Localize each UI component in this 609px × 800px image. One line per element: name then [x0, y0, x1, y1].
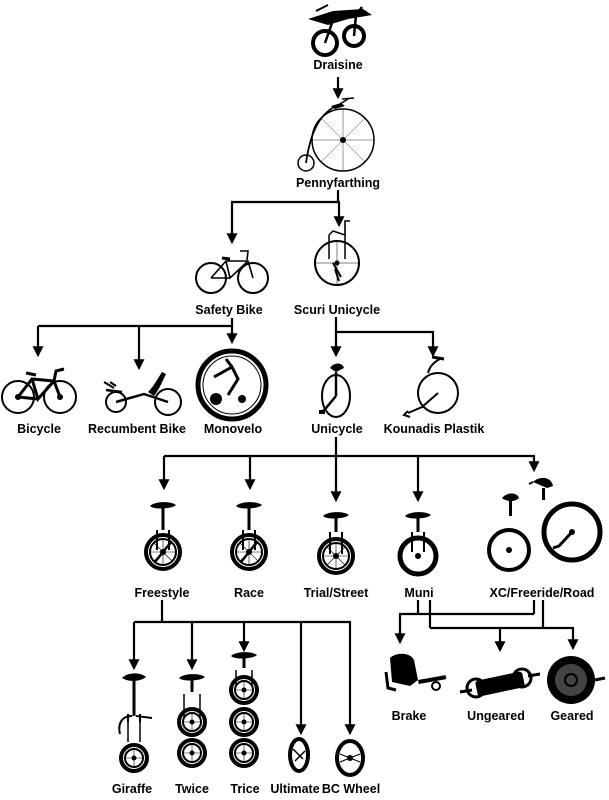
- label-safety-bike: Safety Bike: [195, 303, 262, 317]
- label-brake: Brake: [392, 709, 427, 723]
- label-kounadis-plastik: Kounadis Plastik: [384, 422, 485, 436]
- freestyle-unicycle-icon: [146, 502, 180, 569]
- ungeared-hub-icon: [459, 667, 541, 699]
- giraffe-unicycle-icon: [118, 673, 153, 773]
- label-pennyfarthing: Pennyfarthing: [296, 176, 380, 190]
- brake-icon: [384, 653, 447, 692]
- race-unicycle-icon: [232, 502, 266, 569]
- trial-unicycle-icon: [317, 512, 355, 575]
- pennyfarthing-icon: [297, 97, 375, 172]
- label-trice: Trice: [230, 782, 259, 796]
- twice-unicycle-icon: [177, 674, 207, 768]
- label-monovelo: Monovelo: [204, 422, 263, 436]
- label-draisine: Draisine: [313, 58, 362, 72]
- recumbent-bike-icon: [103, 372, 182, 416]
- label-geared: Geared: [550, 709, 593, 723]
- label-bc-wheel: BC Wheel: [322, 782, 380, 796]
- bc-wheel-icon: [335, 739, 365, 777]
- label-recumbent-bike: Recumbent Bike: [88, 422, 186, 436]
- geared-hub-icon: [547, 656, 606, 704]
- safety-bike-icon: [195, 250, 269, 294]
- label-trial-street: Trial/Street: [304, 586, 369, 600]
- kounadis-unicycle-icon: [402, 355, 459, 418]
- connector-lines: [32, 77, 579, 736]
- labels: Draisine Pennyfarthing Safety Bike Scuri…: [17, 58, 594, 796]
- label-giraffe: Giraffe: [112, 782, 152, 796]
- monovelo-icon: [195, 348, 269, 422]
- label-twice: Twice: [175, 782, 209, 796]
- muni-unicycle-icon: [397, 512, 439, 577]
- bicycle-icon: [1, 367, 77, 414]
- label-ultimate: Ultimate: [270, 782, 319, 796]
- label-unicycle: Unicycle: [311, 422, 362, 436]
- label-muni: Muni: [404, 586, 433, 600]
- trice-unicycle-icon: [229, 652, 259, 768]
- label-scuri-unicycle: Scuri Unicycle: [294, 303, 380, 317]
- label-xc-freeride-road: XC/Freeride/Road: [490, 586, 595, 600]
- ultimate-wheel-icon: [288, 737, 310, 773]
- label-ungeared: Ungeared: [467, 709, 525, 723]
- draisine-icon: [308, 4, 372, 57]
- xc-unicycle-icon: [487, 477, 603, 572]
- scuri-unicycle-icon: [314, 220, 360, 286]
- label-bicycle: Bicycle: [17, 422, 61, 436]
- label-race: Race: [234, 586, 264, 600]
- unicycle-icon: [319, 363, 351, 418]
- label-freestyle: Freestyle: [135, 586, 190, 600]
